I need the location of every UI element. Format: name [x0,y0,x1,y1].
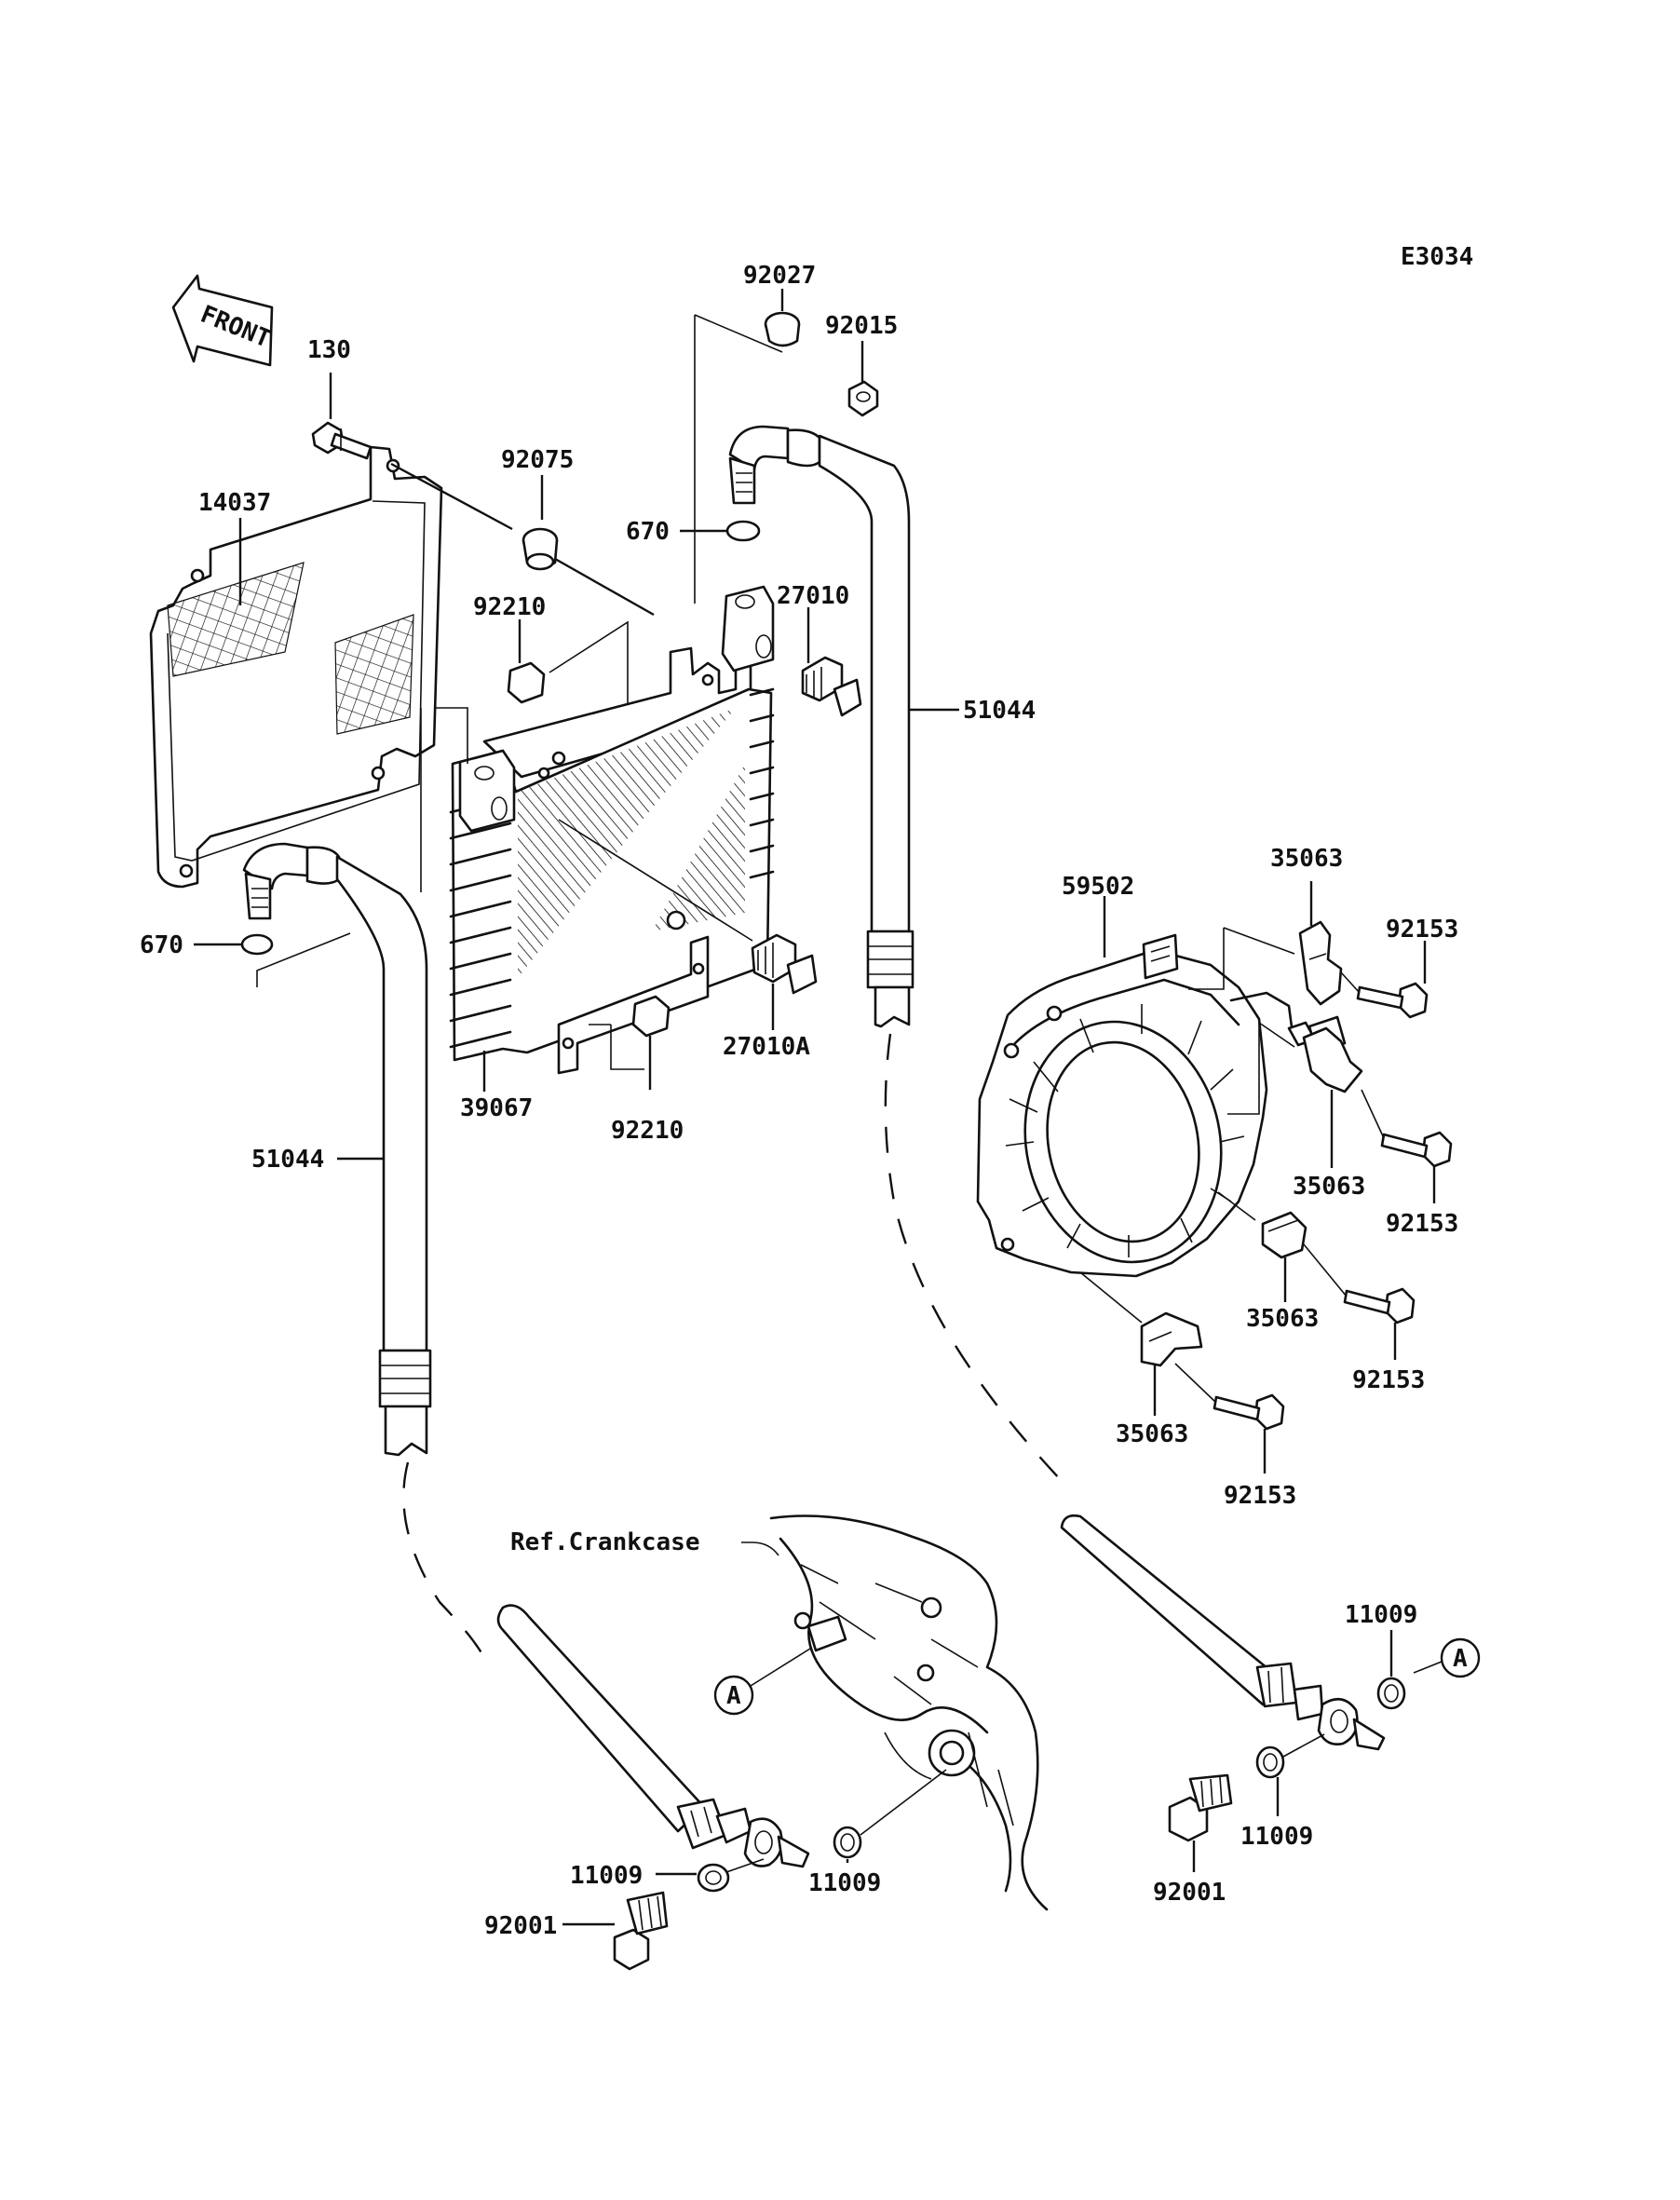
clip-92210-bottom [631,995,671,1038]
switch-27010A [751,933,818,995]
callout-a-left: A [726,1682,741,1710]
label-35063-c: 35063 [1246,1305,1319,1333]
hose-route-right [884,1033,1063,1482]
label-35063-a: 35063 [1270,845,1343,873]
clamp-35063-c [1261,1211,1307,1259]
ref-crankcase-label: Ref.Crankcase [510,1528,700,1556]
label-92015: 92015 [825,312,898,340]
bolt-92153-d [1213,1393,1285,1431]
clamp-35063-a [1298,920,1343,1006]
label-11009-c: 11009 [1345,1601,1417,1629]
label-92153-b: 92153 [1386,1210,1458,1238]
nut-92015 [847,380,879,417]
union-bolt-92001-right [1168,1773,1233,1842]
oil-hose-51044-right [728,425,915,1028]
gasket-11009-c [1376,1677,1406,1710]
label-39067: 39067 [460,1094,533,1122]
label-92153-c: 92153 [1352,1366,1425,1394]
callout-a-right: A [1453,1645,1468,1673]
gasket-11009-b [697,1863,730,1893]
label-92153-a: 92153 [1386,916,1458,944]
label-11009-d: 11009 [1240,1823,1313,1851]
oil-hose-51044-left [242,842,432,1457]
label-92210-top: 92210 [473,593,546,621]
oring-670-top [725,520,761,542]
label-92210-bottom: 92210 [611,1117,684,1145]
label-27010: 27010 [777,582,849,610]
bolt-92153-b [1380,1131,1453,1168]
gasket-11009-a [833,1826,862,1859]
bolt-92153-c [1343,1287,1416,1324]
label-51044-left: 51044 [251,1146,324,1174]
hose-route-left [402,1461,486,1659]
oil-cooler-39067 [449,585,775,1075]
label-11009-a: 11009 [808,1869,881,1897]
switch-27010 [801,656,862,717]
label-92001-right: 92001 [1153,1879,1226,1907]
label-92027: 92027 [743,262,816,290]
oil-hose-lower-right [1060,1514,1386,1751]
clamp-35063-d [1140,1311,1203,1367]
screen-grille-14037 [149,445,443,889]
label-11009-b: 11009 [570,1862,643,1890]
fan-shroud-59502 [976,933,1347,1278]
label-14037: 14037 [198,489,271,517]
label-35063-b: 35063 [1293,1173,1365,1201]
label-92001-left: 92001 [484,1912,557,1940]
callout-a-right-icon [1440,1637,1481,1678]
label-670-left: 670 [140,931,183,959]
label-59502: 59502 [1062,873,1134,901]
label-130: 130 [307,336,351,364]
oring-670-left [240,933,274,956]
label-27010A: 27010A [723,1033,810,1061]
gasket-11009-d [1255,1745,1285,1779]
union-bolt-92001-left [613,1891,669,1971]
grommet-92075 [522,527,559,571]
callout-a-left-icon [713,1675,754,1716]
crankcase-reference [769,1514,1049,1911]
label-35063-d: 35063 [1116,1420,1188,1448]
label-51044-right: 51044 [963,697,1036,725]
collar-92027 [764,311,801,347]
label-670-top: 670 [626,518,670,546]
label-92075: 92075 [501,446,574,474]
front-arrow-icon: FRONT [171,274,275,367]
clip-92210-top [507,661,546,704]
bolt-130 [311,421,373,460]
oil-hose-lower-left [496,1604,810,1868]
clamp-35063-b [1302,1026,1363,1093]
label-92153-d: 92153 [1224,1482,1296,1510]
bolt-92153-a [1356,982,1429,1019]
diagram-code: E3034 [1401,243,1473,271]
